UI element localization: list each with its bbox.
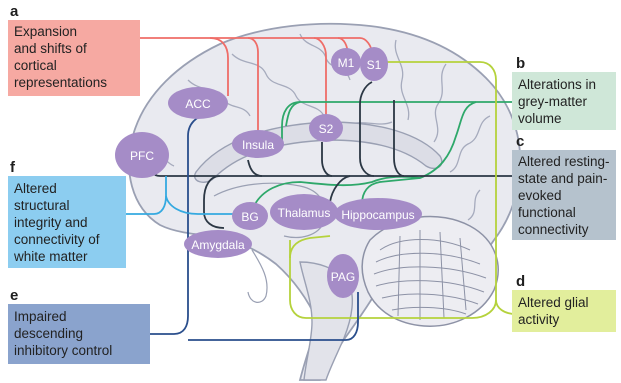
panel-a-line-1: Expansion bbox=[14, 24, 77, 39]
region-thalamus-label: Thalamus bbox=[278, 206, 331, 220]
panel-c-line-1: Altered resting- bbox=[518, 154, 610, 169]
region-amygdala[interactable]: Amygdala bbox=[184, 230, 252, 258]
region-amygdala-label: Amygdala bbox=[191, 238, 245, 252]
panel-b[interactable]: b Alterations in grey-matter volume bbox=[512, 55, 616, 130]
panel-b-line-2: grey-matter bbox=[518, 94, 588, 109]
gyrus-line bbox=[231, 53, 325, 117]
region-insula-label: Insula bbox=[242, 138, 274, 152]
panel-f-line-5: white matter bbox=[13, 249, 88, 264]
region-s2-label: S2 bbox=[319, 122, 334, 136]
panel-a[interactable]: a Expansion and shifts of cortical repre… bbox=[8, 3, 140, 96]
panel-e-line-2: descending bbox=[14, 326, 83, 341]
region-hippocampus[interactable]: Hippocampus bbox=[334, 198, 422, 230]
panel-c[interactable]: c Altered resting- state and pain- evoke… bbox=[512, 133, 616, 240]
panel-e-line-1: Impaired bbox=[14, 309, 67, 324]
panel-a-box bbox=[8, 20, 140, 96]
region-s1[interactable]: S1 bbox=[360, 47, 388, 81]
panel-f-box bbox=[8, 176, 126, 268]
region-m1-label: M1 bbox=[338, 56, 355, 70]
panel-e-line-3: inhibitory control bbox=[14, 343, 112, 358]
region-pag[interactable]: PAG bbox=[327, 254, 359, 298]
panel-c-line-2: state and pain- bbox=[518, 171, 607, 186]
panel-b-box bbox=[512, 72, 616, 130]
region-pag-label: PAG bbox=[331, 270, 355, 284]
gyrus-line bbox=[394, 39, 410, 121]
panel-b-line-3: volume bbox=[518, 111, 562, 126]
panel-a-line-2: and shifts of bbox=[14, 41, 87, 56]
connectors-b bbox=[253, 101, 516, 214]
panel-c-line-3: evoked bbox=[518, 188, 562, 203]
cerebellum-folia bbox=[373, 230, 487, 320]
panel-c-box bbox=[512, 150, 616, 240]
panel-f-line-1: Altered bbox=[14, 181, 57, 196]
panel-a-line-4: representations bbox=[14, 75, 107, 90]
region-bg[interactable]: BG bbox=[232, 202, 268, 230]
gyrus-line bbox=[467, 189, 481, 221]
region-m1[interactable]: M1 bbox=[331, 48, 361, 76]
cerebellum bbox=[361, 215, 499, 327]
panel-a-letter: a bbox=[10, 3, 19, 20]
panel-f[interactable]: f Altered structural integrity and conne… bbox=[8, 159, 126, 268]
connectors-f bbox=[126, 176, 236, 215]
panel-e[interactable]: e Impaired descending inhibitory control bbox=[8, 287, 150, 364]
region-insula[interactable]: Insula bbox=[232, 130, 284, 158]
region-thalamus[interactable]: Thalamus bbox=[270, 194, 338, 230]
panel-b-line-1: Alterations in bbox=[518, 77, 596, 92]
region-s1-label: S1 bbox=[367, 58, 382, 72]
regions: ACC M1 S1 Insula S2 PFC BG Amygdala bbox=[115, 47, 422, 298]
gyrus-line bbox=[433, 63, 447, 143]
panel-d-line-1: Altered glial bbox=[518, 295, 589, 310]
region-acc[interactable]: ACC bbox=[168, 87, 228, 119]
connectors-d bbox=[289, 61, 517, 319]
panel-e-letter: e bbox=[10, 287, 18, 304]
panel-c-letter: c bbox=[516, 133, 524, 150]
panel-c-line-4: functional bbox=[518, 205, 576, 220]
panel-f-line-3: integrity and bbox=[14, 215, 88, 230]
region-pfc-label: PFC bbox=[130, 149, 154, 163]
panel-d-line-2: activity bbox=[518, 312, 560, 327]
panel-a-line-3: cortical bbox=[14, 58, 57, 73]
region-hippocampus-label: Hippocampus bbox=[341, 208, 414, 222]
panel-e-box bbox=[8, 304, 150, 364]
panel-c-line-5: connectivity bbox=[518, 222, 589, 237]
panel-d[interactable]: d Altered glial activity bbox=[512, 273, 616, 332]
region-pfc[interactable]: PFC bbox=[115, 132, 169, 178]
ventricle-outline bbox=[213, 182, 327, 239]
panel-b-letter: b bbox=[516, 55, 525, 72]
region-bg-label: BG bbox=[241, 210, 258, 224]
region-s2[interactable]: S2 bbox=[309, 114, 343, 142]
region-acc-label: ACC bbox=[185, 97, 211, 111]
panel-f-letter: f bbox=[10, 159, 16, 176]
panel-f-line-2: structural bbox=[14, 198, 70, 213]
panel-f-line-4: connectivity of bbox=[14, 232, 100, 247]
panel-d-box bbox=[512, 290, 616, 332]
panel-d-letter: d bbox=[516, 273, 525, 290]
gyrus-line bbox=[449, 115, 491, 173]
hypothalamus-outline bbox=[247, 249, 268, 303]
